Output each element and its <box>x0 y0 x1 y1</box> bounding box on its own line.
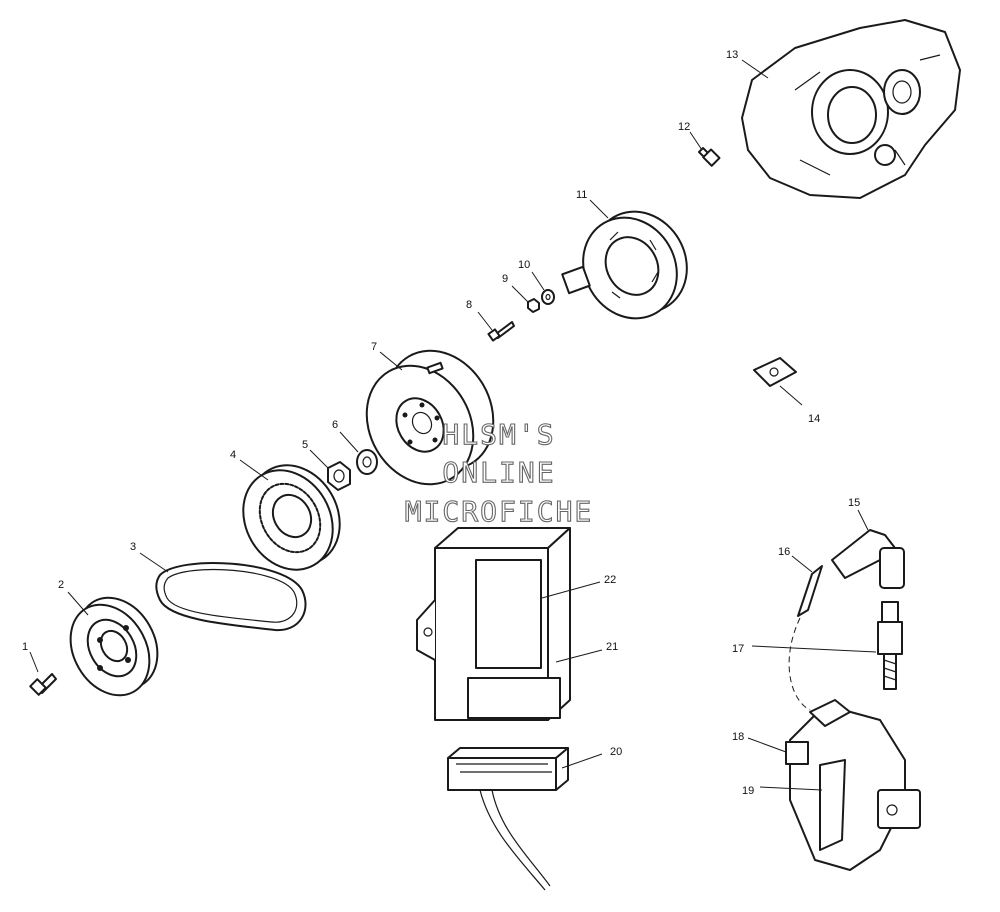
watermark-line-3: MICROFICHE <box>405 495 594 528</box>
callout-labels: 1 2 3 4 5 6 7 8 9 10 11 12 13 14 15 16 1… <box>22 49 860 797</box>
part-12-bolt[interactable] <box>698 147 721 167</box>
callout-20: 20 <box>610 746 622 758</box>
callout-18: 18 <box>732 731 744 743</box>
watermark-line-2: ONLINE <box>442 456 555 489</box>
callout-2: 2 <box>58 579 64 591</box>
callout-3: 3 <box>130 541 136 553</box>
part-8-screw[interactable] <box>487 321 515 342</box>
part-3-belt[interactable] <box>155 562 307 632</box>
part-14-clip[interactable] <box>753 357 797 387</box>
part-10-washer[interactable] <box>541 289 555 305</box>
watermark: HLSM'S ONLINE MICROFICHE <box>404 417 594 528</box>
part-6-washer[interactable] <box>356 449 378 475</box>
callout-22: 22 <box>604 574 616 586</box>
part-7-flywheel[interactable] <box>346 331 515 503</box>
part-4-gear-ring[interactable] <box>226 449 358 586</box>
part-19-coil-bracket[interactable] <box>819 759 846 851</box>
callout-4: 4 <box>230 449 236 461</box>
callout-12: 12 <box>678 121 690 133</box>
part-16-wire[interactable] <box>788 565 823 711</box>
part-21-cover[interactable] <box>467 677 561 719</box>
part-11-stator[interactable] <box>561 194 705 335</box>
callout-6: 6 <box>332 419 338 431</box>
callout-17: 17 <box>732 643 744 655</box>
part-13-housing[interactable] <box>741 19 961 199</box>
callout-11: 11 <box>576 189 587 201</box>
callout-14: 14 <box>808 413 820 425</box>
callout-7: 7 <box>371 341 377 353</box>
callout-10: 10 <box>518 259 530 271</box>
callout-19: 19 <box>742 785 754 797</box>
leader-lines <box>29 59 877 791</box>
part-17-spark-plug[interactable] <box>877 601 903 690</box>
part-5-nut[interactable] <box>327 461 351 491</box>
callout-16: 16 <box>778 546 790 558</box>
callout-13: 13 <box>726 49 738 61</box>
callout-5: 5 <box>302 439 308 451</box>
watermark-line-1: HLSM'S <box>442 418 555 451</box>
part-18-ignition-coil[interactable] <box>785 699 921 871</box>
part-22-cdi-module[interactable] <box>416 527 571 721</box>
callout-8: 8 <box>466 299 472 311</box>
callout-15: 15 <box>848 497 860 509</box>
callout-21: 21 <box>606 641 618 653</box>
part-1-bolt[interactable] <box>29 673 57 696</box>
part-9-small-nut[interactable] <box>527 298 540 313</box>
part-20-connector[interactable] <box>447 747 569 891</box>
callout-1: 1 <box>22 641 28 653</box>
callout-9: 9 <box>502 273 508 285</box>
part-2-pulley[interactable] <box>55 583 173 709</box>
part-15-plug-cap[interactable] <box>831 529 905 589</box>
